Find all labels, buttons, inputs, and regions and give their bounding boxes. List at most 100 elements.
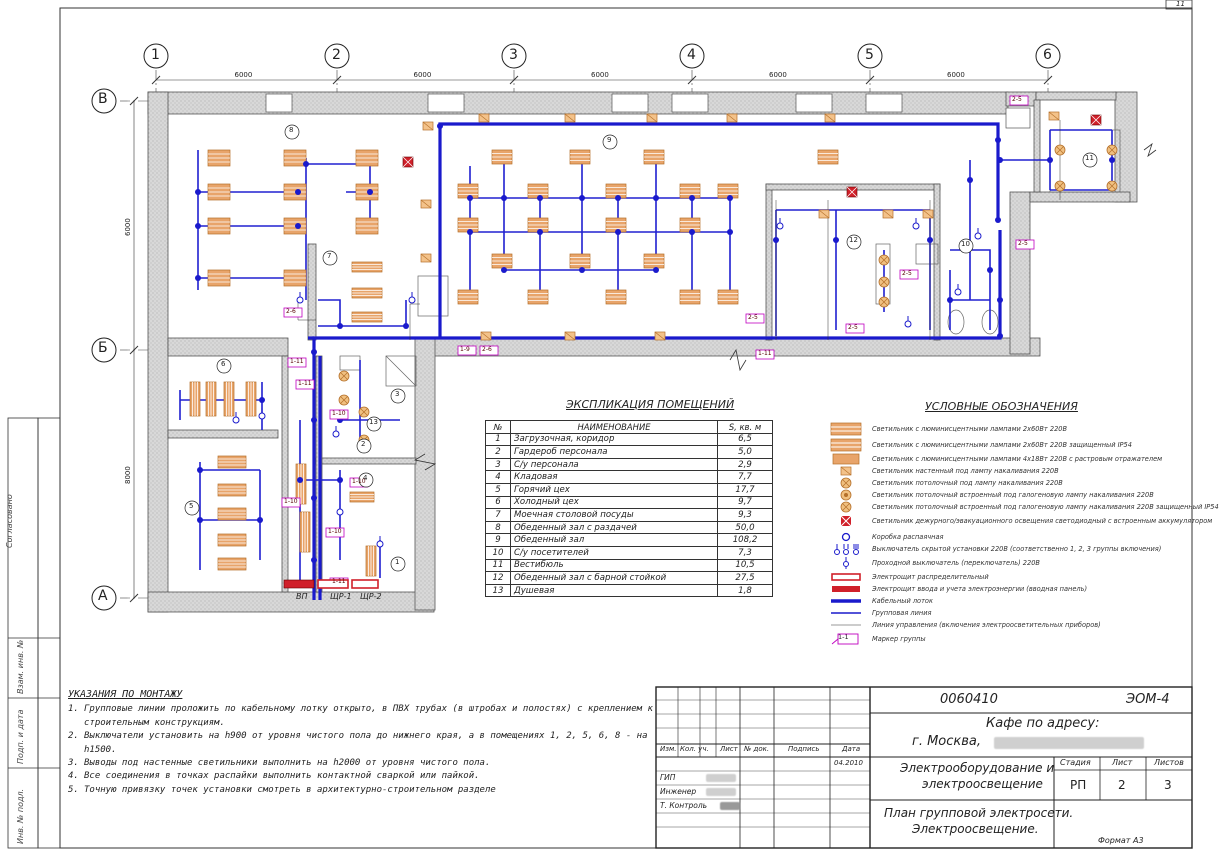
legend-symbol-icon [826, 422, 866, 436]
axis-bubble [857, 43, 883, 69]
axis-row-label: А [98, 588, 108, 604]
junction-box [403, 323, 409, 329]
legend-item: Светильник с люминисцентными лампами 4х1… [826, 452, 1162, 466]
sheet-number: 11 [1176, 0, 1185, 8]
axis-column-label: 4 [687, 47, 696, 63]
legend-item: Проходной выключатель (переключатель) 22… [826, 556, 1040, 570]
junction-box [947, 297, 953, 303]
installation-notes: УКАЗАНИЯ ПО МОНТАЖУ 1.Групповые линии пр… [68, 688, 658, 797]
room-tag [216, 358, 232, 374]
junction-box [367, 189, 373, 195]
sheet-label: Лист [1112, 758, 1133, 767]
room-name: Загрузочная, коридор [510, 432, 718, 447]
fluorescent-lamp [189, 381, 201, 417]
axis-bubble [324, 43, 350, 69]
fluorescent-lamp [457, 183, 479, 199]
fluorescent-lamp [491, 149, 513, 165]
room-name: Горячий цех [510, 482, 718, 497]
legend-symbol-icon [826, 500, 866, 514]
room-area: 27,5 [717, 571, 773, 585]
note-text: Выводы под настенные светильники выполни… [84, 758, 491, 769]
junction-box [995, 217, 1001, 223]
legend-label: Кабельный лоток [872, 597, 933, 605]
room-tag [356, 438, 372, 454]
room-tag-label: 6 [221, 360, 226, 368]
legend-label: Проходной выключатель (переключатель) 22… [872, 559, 1040, 567]
sheets-label: Листов [1154, 758, 1184, 767]
note-item: 5.Точную привязку точек установки смотре… [68, 784, 658, 797]
drawing-line1: План групповой электросети. [884, 806, 1074, 820]
head-izm: Изм. [660, 745, 677, 753]
fluorescent-lamp [207, 149, 231, 167]
switch-icon [332, 426, 340, 438]
junction-box [653, 267, 659, 273]
legend-label: Светильник дежурного/эвакуационного осве… [872, 517, 1213, 525]
side-label-replace-inv: Взам. инв. № [16, 639, 25, 694]
room-tag-label: 9 [607, 136, 612, 144]
room-tag [322, 250, 338, 266]
room-tag [390, 388, 406, 404]
junction-box [579, 195, 585, 201]
legend-symbol-icon [826, 556, 866, 570]
junction-box [997, 297, 1003, 303]
fluorescent-lamp [527, 289, 549, 305]
room-area: 108,2 [717, 533, 773, 547]
room-number: 2 [485, 445, 511, 459]
switch-icon [336, 504, 344, 516]
role-engineer: Инженер [660, 787, 697, 796]
room-tag-label: 5 [189, 502, 194, 510]
halogen-lamp [1106, 144, 1118, 156]
wall-lamp [922, 209, 934, 219]
blurred-name-3 [720, 802, 740, 810]
group-marker-label: 2-5 [902, 270, 912, 277]
room-area: 2,9 [717, 457, 773, 472]
fluorescent-lamp [217, 483, 247, 497]
group-marker-label: 2-5 [1018, 240, 1028, 247]
junction-box [967, 177, 973, 183]
group-marker [845, 323, 865, 334]
fluorescent-lamp [817, 149, 839, 165]
group-marker-label: 1-10 [332, 410, 346, 417]
fluorescent-lamp [679, 289, 701, 305]
group-marker-label: 2-6 [286, 308, 296, 315]
object-line2: г. Москва, [912, 734, 982, 749]
fluorescent-lamp [207, 183, 231, 201]
room-area: 10,5 [717, 558, 773, 573]
blurred-name-1 [706, 774, 736, 782]
legend-label: Светильник настенный под лампу накаливан… [872, 467, 1059, 475]
junction-box [257, 517, 263, 523]
legend-label: Светильник потолочный встроенный под гал… [872, 503, 1219, 511]
group-marker-label: 1-10 [352, 478, 366, 485]
room-tag-label: 10 [961, 240, 970, 248]
room-tag-label: 11 [1085, 154, 1094, 162]
group-marker [287, 357, 307, 368]
axis-bubble [91, 88, 117, 114]
panel-label-vp: ВП [296, 592, 308, 601]
fluorescent-lamp [643, 149, 665, 165]
switch-icon [408, 292, 416, 304]
wall-lamp [420, 253, 432, 263]
junction-box [927, 237, 933, 243]
note-item: 2.Выключатели установить на h900 от уров… [68, 730, 658, 757]
wall-lamp [420, 199, 432, 209]
note-text: Групповые линии проложить по кабельному … [84, 704, 653, 728]
fluorescent-lamp [365, 545, 377, 577]
dimension-label: 6000 [124, 217, 132, 236]
legend-label: Электрощит ввода и учета электроэнергии … [872, 585, 1088, 593]
fluorescent-lamp [217, 533, 247, 547]
junction-box [195, 189, 201, 195]
axis-column-label: 1 [151, 47, 160, 63]
room-tag [1082, 152, 1098, 168]
room-name: Гардероб персонала [510, 445, 718, 459]
note-item: 1.Групповые линии проложить по кабельном… [68, 703, 658, 730]
room-tag [284, 124, 300, 140]
group-marker [1015, 239, 1035, 250]
room-tag [366, 416, 382, 432]
room-area: 7,7 [717, 470, 773, 484]
legend-symbol-icon [826, 542, 866, 556]
junction-box [197, 517, 203, 523]
legend-symbol-icon [826, 530, 866, 544]
room-name: Вестибюль [510, 558, 718, 573]
